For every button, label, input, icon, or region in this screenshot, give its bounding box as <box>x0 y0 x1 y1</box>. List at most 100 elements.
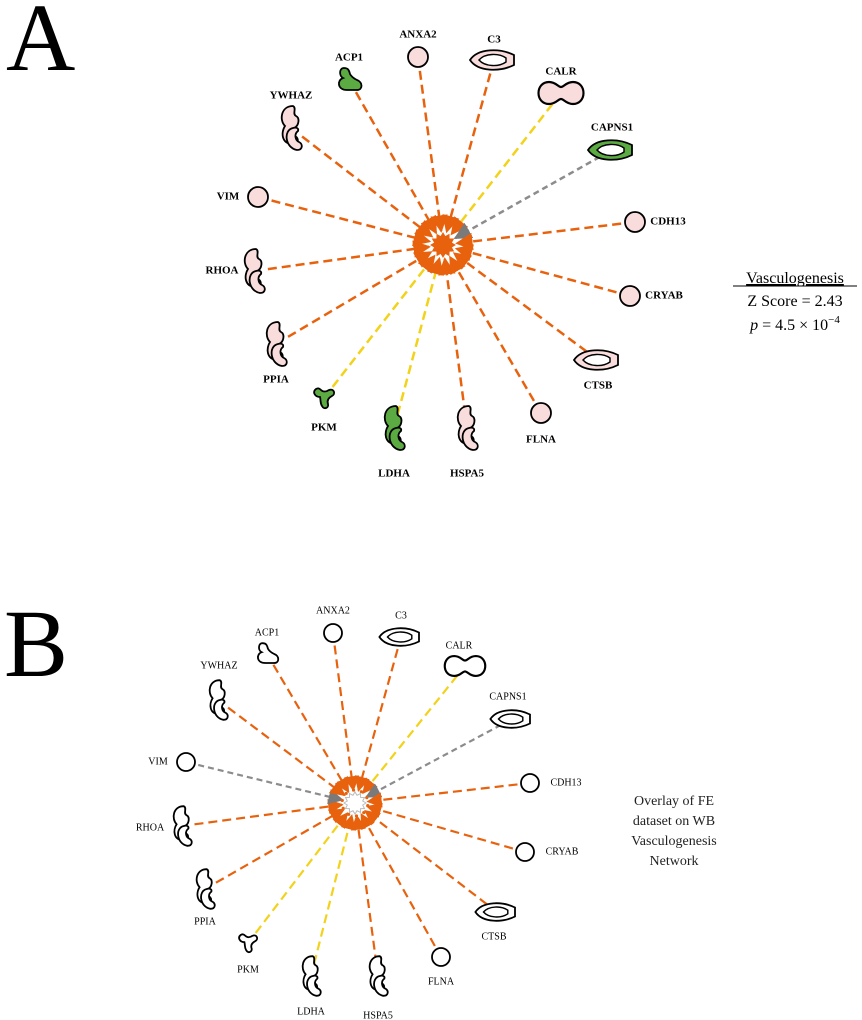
node-c3-cup-h-icon <box>468 49 515 71</box>
caption-b-line-2: dataset on WB <box>633 814 715 829</box>
edge-hspa5 <box>438 257 467 415</box>
edge-rhoa <box>194 798 344 826</box>
node-label-hspa5: HSPA5 <box>363 1010 393 1020</box>
node-label-anxa2: ANXA2 <box>316 605 350 616</box>
caption-b-line-3: Vasculogenesis <box>631 834 717 849</box>
node-label-capns1: CAPNS1 <box>489 691 526 702</box>
node-capns1-cup-h-icon <box>489 709 531 729</box>
center-node <box>343 791 367 815</box>
edge-ppia <box>215 808 346 884</box>
edge-hspa5 <box>350 814 378 964</box>
edge-vim <box>197 763 344 805</box>
edge-ywhaz <box>227 706 346 797</box>
edge-flna <box>360 813 436 947</box>
edge-c3 <box>354 648 399 792</box>
center-ring-dot <box>351 788 356 792</box>
node-label-pkm: PKM <box>311 422 337 434</box>
node-label-anxa2: ANXA2 <box>399 29 437 41</box>
node-pkm-kinase-icon <box>313 387 336 410</box>
node-label-cryab: CRYAB <box>546 846 579 857</box>
node-label-rhoa: RHOA <box>136 822 165 833</box>
node-label-ywhaz: YWHAZ <box>270 90 313 102</box>
node-label-hspa5: HSPA5 <box>450 468 485 480</box>
node-label-acp1: ACP1 <box>255 627 279 638</box>
edge-cryab <box>366 803 514 850</box>
caption-b-line-4: Network <box>650 854 699 869</box>
center-ring-dot <box>347 812 351 816</box>
edge-pkm <box>254 812 349 934</box>
caption-p-symbol: p <box>749 317 758 334</box>
node-label-c3: C3 <box>487 34 501 46</box>
panel-a-edges <box>267 70 622 415</box>
node-vim-circle-icon <box>176 752 196 772</box>
node-cdh13-circle-icon <box>624 211 646 233</box>
node-label-vim: VIM <box>217 191 240 203</box>
node-ctsb-cup-h-icon <box>572 349 619 371</box>
panel-b-center-node <box>340 788 370 818</box>
node-label-c3: C3 <box>395 610 407 621</box>
node-ldha-chaperone-icon <box>301 955 322 997</box>
edge-ctsb <box>364 809 488 906</box>
node-acp1-phosphatase-icon <box>257 642 280 664</box>
center-ring-dot <box>359 790 363 794</box>
center-ring-dot <box>366 803 370 808</box>
caption-pvalue: p = 4.5 × 10−4 <box>749 314 840 334</box>
edge-acp1 <box>272 664 350 794</box>
node-cdh13-circle-icon <box>520 773 540 793</box>
caption-title: Vasculogenesis <box>746 270 844 287</box>
caption-zscore: Z Score = 2.43 <box>747 293 842 310</box>
node-hspa5-chaperone-icon <box>456 405 479 451</box>
edge-anxa2 <box>418 70 448 233</box>
panel-b-edges <box>194 645 518 965</box>
node-c3-cup-h-icon <box>378 627 420 647</box>
edge-ppia <box>287 251 433 338</box>
node-ppia-chaperone-icon <box>195 868 216 910</box>
node-label-rhoa: RHOA <box>206 265 239 277</box>
node-pkm-kinase-icon <box>238 933 259 954</box>
node-label-ppia: PPIA <box>263 374 289 386</box>
center-ring-dot <box>362 810 366 815</box>
node-ppia-chaperone-icon <box>265 321 288 367</box>
node-capns1-cup-h-icon <box>586 139 633 161</box>
node-label-acp1: ACP1 <box>335 52 363 64</box>
caption-b-line-1: Overlay of FE <box>634 794 714 809</box>
node-label-cdh13: CDH13 <box>550 777 581 788</box>
edge-anxa2 <box>333 645 360 792</box>
edge-acp1 <box>354 91 438 235</box>
node-hspa5-chaperone-icon <box>368 955 389 997</box>
edge-cdh13 <box>366 783 518 808</box>
node-label-ywhaz: YWHAZ <box>200 660 237 671</box>
node-flna-circle-icon <box>431 947 451 967</box>
node-label-capns1: CAPNS1 <box>591 122 633 134</box>
node-rhoa-chaperone-icon <box>172 805 193 847</box>
node-calr-peanut-icon <box>537 80 585 106</box>
node-label-ctsb: CTSB <box>481 931 506 942</box>
panel-b-caption: Overlay of FE dataset on WB Vasculogenes… <box>631 794 717 869</box>
edge-pkm <box>331 254 436 388</box>
node-cryab-circle-icon <box>619 285 641 307</box>
edge-vim <box>271 199 432 246</box>
edge-ywhaz <box>301 135 434 238</box>
edge-cryab <box>454 244 617 294</box>
center-ring-dot <box>344 791 348 796</box>
edge-ldha <box>313 814 356 965</box>
node-label-calr: CALR <box>545 66 577 78</box>
center-ring-dot <box>354 814 359 818</box>
node-label-flna: FLNA <box>526 434 556 446</box>
edge-flna <box>448 255 536 402</box>
node-ywhaz-chaperone-icon <box>208 679 229 721</box>
edge-c3 <box>442 73 492 234</box>
node-label-ldha: LDHA <box>378 468 410 480</box>
node-label-flna: FLNA <box>428 976 455 987</box>
node-label-ldha: LDHA <box>297 1006 326 1017</box>
caption-p-exponent: −4 <box>828 314 840 326</box>
edge-ctsb <box>452 252 588 353</box>
edge-calr <box>450 103 554 236</box>
center-ring-dot <box>365 796 369 800</box>
node-ctsb-cup-h-icon <box>474 902 516 922</box>
node-acp1-phosphatase-icon <box>338 67 363 91</box>
